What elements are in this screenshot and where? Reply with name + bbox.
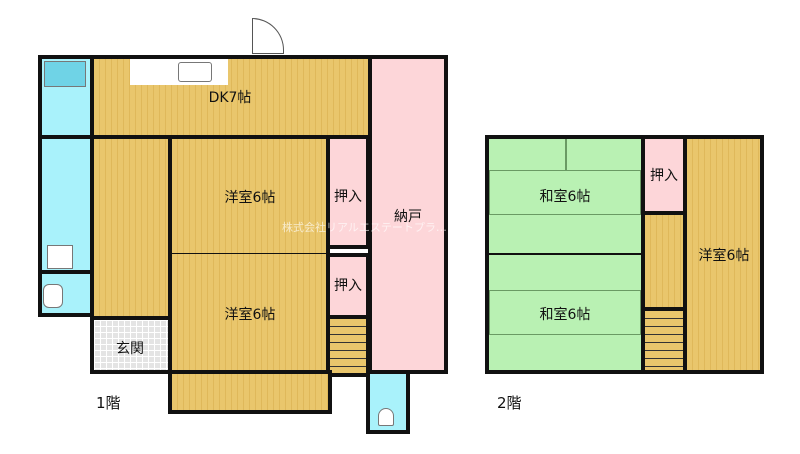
tatami-grid	[489, 290, 641, 335]
staircase	[326, 315, 370, 377]
washing-machine-icon	[47, 245, 73, 269]
sink-icon	[43, 284, 63, 308]
room-label-western-lower: 洋室6帖	[224, 307, 276, 323]
bathtub-icon	[44, 61, 86, 87]
room-label-western-upper: 洋室6帖	[224, 190, 276, 206]
room-label-western-2f: 洋室6帖	[698, 248, 750, 264]
floor-label-2: 2階	[497, 394, 522, 412]
room-label-storage: 納戸	[394, 209, 422, 225]
hallway-2f	[641, 211, 687, 311]
floor-label-1: 1階	[96, 394, 121, 412]
toilet-icon	[378, 408, 394, 426]
watermark: 株式会社リアルエステートプラ… 八幡店	[282, 221, 484, 234]
room-western-2f	[683, 135, 764, 374]
staircase-2f	[641, 307, 687, 374]
hallway	[90, 135, 172, 320]
tatami-grid	[489, 170, 641, 215]
room-label-dk: DK7帖	[208, 90, 252, 106]
room-entrance	[90, 316, 170, 374]
room-storage	[368, 55, 448, 374]
room-western-upper	[168, 135, 330, 257]
room-label-closet-upper: 押入	[334, 189, 362, 205]
room-label-entrance: 玄関	[116, 341, 144, 357]
entry-door-icon	[252, 18, 284, 54]
room-label-closet-2f: 押入	[650, 168, 678, 184]
room-label-closet-lower: 押入	[334, 278, 362, 294]
tatami-grid	[565, 139, 567, 170]
veranda-corridor	[168, 370, 332, 414]
room-label-japanese-lower: 和室6帖	[539, 307, 591, 323]
room-label-japanese-upper: 和室6帖	[539, 189, 591, 205]
kitchen-sink-icon	[178, 62, 212, 82]
